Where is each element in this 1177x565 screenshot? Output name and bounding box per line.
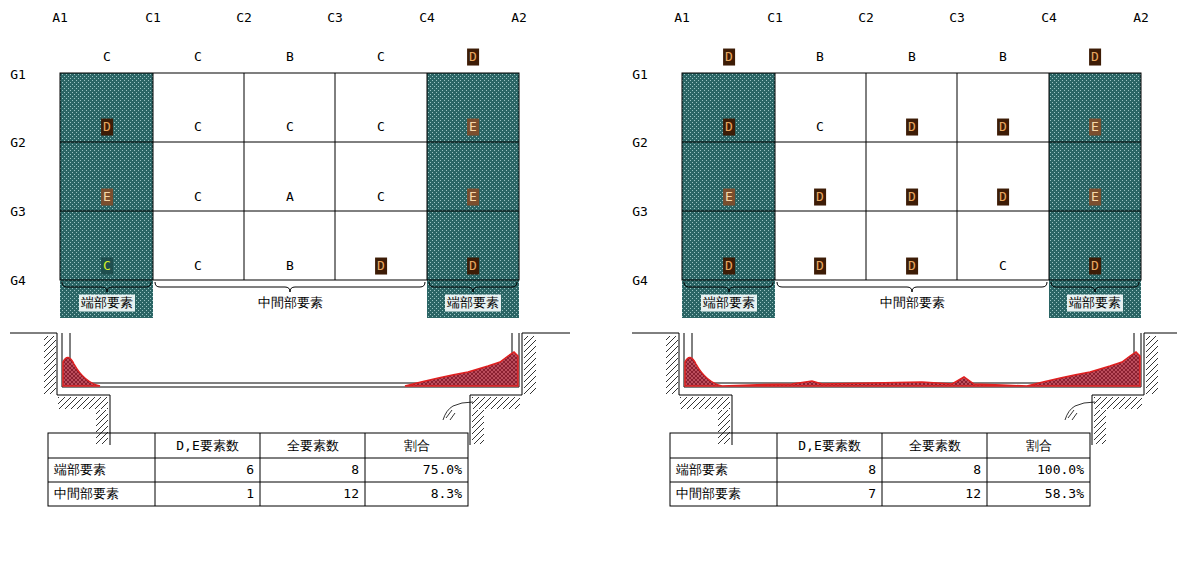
grade-letter: C — [377, 120, 385, 135]
grade-letter: D — [467, 258, 479, 275]
element-group-label: 中間部要素 — [258, 296, 323, 311]
grade-letter: D — [723, 49, 735, 66]
table-row-label: 端部要素 — [676, 463, 728, 478]
grade-letter: D — [997, 189, 1009, 206]
girder-axis-label: C4 — [419, 11, 435, 26]
table-row-label: 中間部要素 — [54, 487, 119, 502]
grade-letter: C — [194, 259, 202, 274]
grade-letter: B — [286, 259, 294, 274]
table-cell: 100.0% — [1037, 463, 1084, 478]
table-header: D,E要素数 — [176, 438, 238, 453]
grade-letter: E — [467, 119, 479, 136]
table-cell: 8.3% — [431, 487, 462, 502]
grade-letter: D — [814, 258, 826, 275]
grade-letter: C — [377, 190, 385, 205]
girder-line-label: G3 — [632, 205, 648, 220]
table-cell: 12 — [343, 487, 359, 502]
table-row-label: 中間部要素 — [676, 487, 741, 502]
grade-letter: B — [286, 50, 294, 65]
grade-letter: D — [997, 119, 1009, 136]
grade-letter: D — [723, 119, 735, 136]
table-cell: 8 — [973, 463, 981, 478]
table-cell: 12 — [965, 487, 981, 502]
table-header: D,E要素数 — [798, 438, 860, 453]
element-group-label: 端部要素 — [445, 295, 501, 312]
table-cell: 8 — [868, 463, 876, 478]
girder-line-label: G2 — [632, 136, 648, 151]
grade-letter: C — [103, 50, 111, 65]
grade-letter: D — [467, 49, 479, 66]
table-header: 割合 — [404, 438, 430, 453]
girder-line-label: G2 — [10, 136, 26, 151]
girder-line-label: G4 — [632, 274, 648, 289]
table-cell: 58.3% — [1045, 487, 1084, 502]
grade-letter: E — [1089, 119, 1101, 136]
element-group-label: 端部要素 — [79, 295, 135, 312]
grade-letter: E — [723, 189, 735, 206]
table-cell: 75.0% — [423, 463, 462, 478]
element-group-label: 端部要素 — [701, 295, 757, 312]
grade-letter: C — [194, 120, 202, 135]
table-cell: 7 — [868, 487, 876, 502]
grade-letter: E — [101, 189, 113, 206]
grade-letter: A — [286, 190, 294, 205]
grade-letter: D — [906, 258, 918, 275]
grade-letter: D — [375, 258, 387, 275]
grade-letter: C — [194, 190, 202, 205]
girder-axis-label: A2 — [511, 11, 527, 26]
grade-letter: C — [101, 258, 113, 275]
girder-axis-label: A1 — [52, 11, 68, 26]
element-group-label: 端部要素 — [1067, 295, 1123, 312]
girder-axis-label: C4 — [1041, 11, 1057, 26]
girder-axis-label: C2 — [858, 11, 874, 26]
grade-letter: B — [999, 50, 1007, 65]
girder-axis-label: C1 — [145, 11, 161, 26]
grade-letter: D — [723, 258, 735, 275]
grade-letter: D — [101, 119, 113, 136]
girder-line-label: G1 — [10, 68, 26, 83]
grade-letter: D — [814, 189, 826, 206]
grade-letter: D — [906, 119, 918, 136]
grade-letter: E — [1089, 189, 1101, 206]
grade-letter: D — [1089, 258, 1101, 275]
table-row-label: 端部要素 — [54, 463, 106, 478]
element-group-label: 中間部要素 — [880, 296, 945, 311]
girder-axis-label: C1 — [767, 11, 783, 26]
table-cell: 6 — [246, 463, 254, 478]
grade-letter: B — [908, 50, 916, 65]
table-header: 全要素数 — [909, 438, 961, 453]
grade-letter: D — [1089, 49, 1101, 66]
grade-letter: C — [999, 259, 1007, 274]
grade-letter: D — [906, 189, 918, 206]
grade-letter: B — [816, 50, 824, 65]
girder-axis-label: C2 — [236, 11, 252, 26]
grade-letter: C — [286, 120, 294, 135]
girder-line-label: G3 — [10, 205, 26, 220]
table-cell: 8 — [351, 463, 359, 478]
table-header: 全要素数 — [287, 438, 339, 453]
grade-letter: E — [467, 189, 479, 206]
girder-axis-label: A2 — [1133, 11, 1149, 26]
grade-letter: C — [194, 50, 202, 65]
grade-letter: C — [816, 120, 824, 135]
girder-axis-label: C3 — [327, 11, 343, 26]
girder-line-label: G4 — [10, 274, 26, 289]
grade-letter: C — [377, 50, 385, 65]
girder-axis-label: A1 — [674, 11, 690, 26]
girder-axis-label: C3 — [949, 11, 965, 26]
girder-line-label: G1 — [632, 68, 648, 83]
table-header: 割合 — [1026, 438, 1052, 453]
table-cell: 1 — [246, 487, 254, 502]
